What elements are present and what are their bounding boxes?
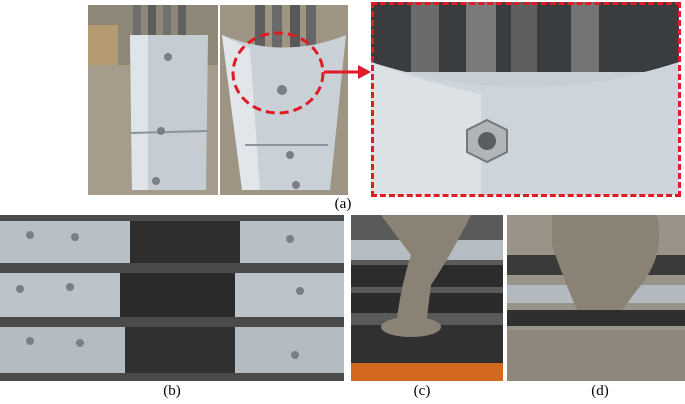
label-d: (d): [591, 383, 609, 399]
label-b: (b): [163, 383, 181, 399]
photo-concrete-fill: [507, 215, 685, 381]
photo-sleeve-rows: [0, 215, 344, 381]
photo-sleeve-front: [88, 5, 218, 195]
label-a: (a): [334, 196, 352, 212]
photo-concrete-pour: [351, 215, 503, 381]
label-c: (c): [413, 383, 431, 399]
photo-bolt-zoom: [371, 2, 679, 195]
photo-sleeve-top: [220, 5, 348, 195]
